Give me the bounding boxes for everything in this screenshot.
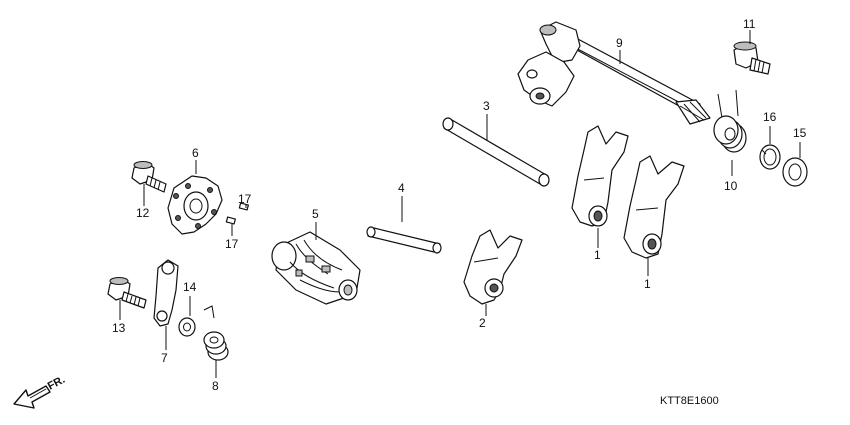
callout-16: 16 bbox=[763, 110, 777, 124]
callout-5: 5 bbox=[312, 207, 319, 221]
part-7-stopper-arm[interactable] bbox=[153, 259, 179, 327]
callout-4: 4 bbox=[398, 181, 405, 195]
callout-7: 7 bbox=[161, 351, 168, 365]
part-6-drum-center[interactable] bbox=[167, 175, 223, 235]
part-13-bolt[interactable] bbox=[107, 277, 147, 309]
front-arrow-icon bbox=[13, 385, 51, 409]
part-16-snap-ring[interactable] bbox=[759, 144, 781, 170]
callout-1a: 1 bbox=[594, 248, 601, 262]
callout-8: 8 bbox=[212, 379, 219, 393]
part-17-dowel-pin-b[interactable] bbox=[225, 216, 236, 225]
part-8-stopper-spring[interactable] bbox=[203, 305, 229, 361]
part-5-shift-drum[interactable] bbox=[271, 231, 361, 305]
callout-12: 12 bbox=[136, 206, 150, 220]
part-14-washer[interactable] bbox=[178, 317, 196, 337]
callout-11: 11 bbox=[743, 17, 756, 31]
callout-13: 13 bbox=[112, 321, 126, 335]
callout-2: 2 bbox=[479, 316, 486, 330]
diagram-code: KTT8E1600 bbox=[660, 395, 719, 407]
callout-10: 10 bbox=[724, 179, 738, 193]
part-1-shift-fork-upper[interactable] bbox=[571, 125, 629, 227]
callout-9: 9 bbox=[616, 36, 623, 50]
callout-6: 6 bbox=[192, 146, 199, 160]
callout-15: 15 bbox=[793, 126, 807, 140]
part-11-bolt[interactable] bbox=[733, 41, 771, 75]
callout-17a: 17 bbox=[238, 192, 252, 206]
part-2-shift-fork[interactable] bbox=[463, 229, 523, 305]
part-15-washer[interactable] bbox=[782, 157, 808, 187]
callout-14: 14 bbox=[183, 280, 197, 294]
part-1-shift-fork-lower[interactable] bbox=[623, 155, 685, 259]
part-3-fork-shaft[interactable] bbox=[442, 117, 550, 187]
front-label: FR. bbox=[46, 374, 67, 393]
callout-17b: 17 bbox=[225, 237, 239, 251]
part-4-fork-shaft[interactable] bbox=[366, 226, 442, 254]
part-12-bolt[interactable] bbox=[131, 161, 167, 193]
part-10-return-spring[interactable] bbox=[713, 89, 747, 153]
part-9-gearshift-spindle[interactable] bbox=[517, 21, 711, 125]
callout-1b: 1 bbox=[644, 277, 651, 291]
callout-3: 3 bbox=[483, 99, 490, 113]
